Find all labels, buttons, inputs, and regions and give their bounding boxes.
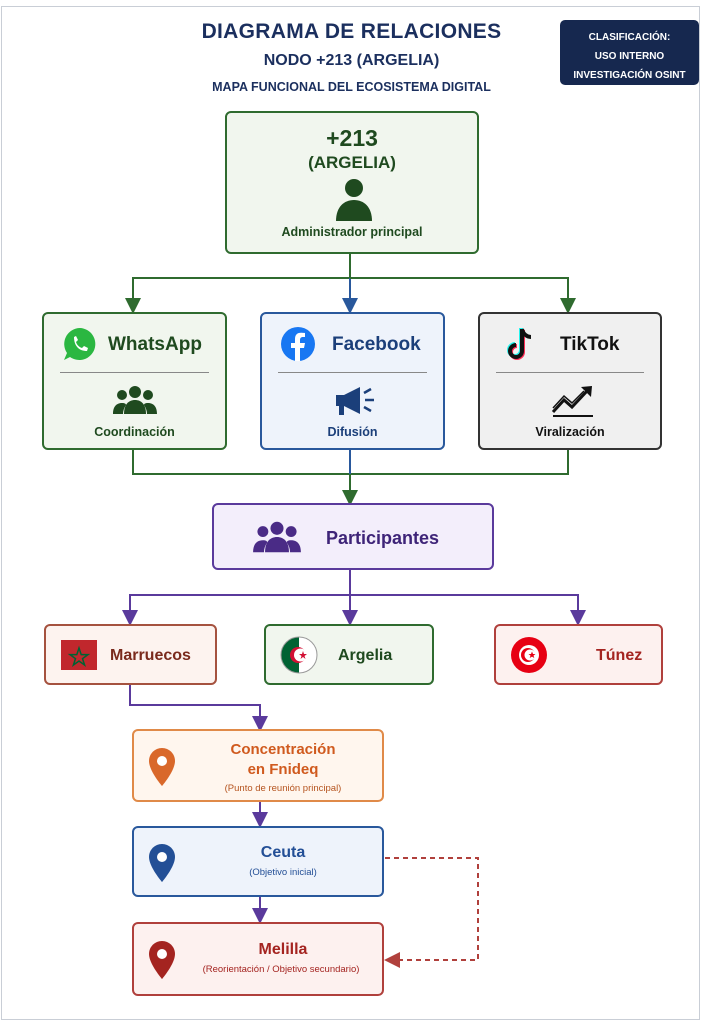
facebook-logo	[281, 327, 315, 361]
participants-node[interactable]: Participantes	[212, 503, 494, 570]
edge-root-whatsapp	[125, 277, 350, 314]
algeria-flag	[280, 636, 318, 674]
group-icon	[113, 386, 157, 414]
morocco-flag	[61, 640, 97, 670]
country-marruecos[interactable]: Marruecos	[44, 624, 217, 685]
participants-label: Participantes	[326, 528, 440, 548]
platform-function: Viralización	[535, 425, 605, 439]
divider	[278, 372, 427, 373]
root-country: (ARGELIA)	[308, 153, 396, 172]
platform-whatsapp[interactable]: WhatsApp Coordinación	[42, 312, 227, 450]
diagram-title: DIAGRAMA DE RELACIONES	[201, 20, 502, 43]
divider	[60, 372, 209, 373]
edge-ceuta-melilla-dashed	[384, 857, 479, 968]
platform-name: Facebook	[332, 334, 421, 355]
country-tunez[interactable]: Túnez	[494, 624, 663, 685]
trend-up-icon	[551, 386, 593, 417]
classification-line3: INVESTIGACIÓN OSINT	[573, 70, 686, 81]
location-pin-icon	[149, 941, 175, 979]
location-title: Melilla	[258, 941, 308, 958]
location-ceuta[interactable]: Ceuta (Objetivo inicial)	[132, 826, 384, 897]
platform-facebook[interactable]: Facebook Difusión	[260, 312, 445, 450]
location-note: (Objetivo inicial)	[249, 867, 317, 878]
page-frame	[1, 6, 700, 1020]
tiktok-logo	[507, 328, 532, 360]
country-name: Túnez	[596, 647, 643, 664]
diagram-caption: MAPA FUNCIONAL DEL ECOSISTEMA DIGITAL	[212, 80, 491, 94]
country-argelia[interactable]: Argelia	[264, 624, 434, 685]
country-name: Marruecos	[110, 647, 191, 664]
divider	[496, 372, 644, 373]
location-pin-icon	[149, 844, 175, 882]
person-icon	[336, 179, 372, 221]
location-note: (Reorientación / Objetivo secundario)	[202, 964, 360, 975]
root-node[interactable]: +213 (ARGELIA) Administrador principal	[225, 111, 479, 254]
location-melilla[interactable]: Melilla (Reorientación / Objetivo secund…	[132, 922, 384, 996]
edge-participants-tunez	[350, 594, 586, 626]
edge-marruecos-fnideq	[129, 685, 268, 732]
root-role: Administrador principal	[281, 225, 423, 239]
megaphone-icon	[336, 387, 374, 415]
country-name: Argelia	[338, 647, 393, 664]
platform-function: Difusión	[327, 425, 378, 439]
platform-function: Coordinación	[94, 425, 175, 439]
diagram-subtitle: NODO +213 (ARGELIA)	[263, 52, 440, 69]
platform-name: TikTok	[560, 334, 620, 355]
classification-line2: USO INTERNO	[594, 51, 665, 62]
location-title-line2: en Fnideq	[247, 761, 319, 778]
tunisia-flag	[511, 637, 547, 673]
classification-line1: CLASIFICACIÓN:	[588, 32, 671, 43]
edge-root-tiktok	[350, 277, 576, 314]
classification-badge: CLASIFICACIÓN: USO INTERNO INVESTIGACIÓN…	[560, 20, 699, 85]
root-code: +213	[326, 125, 378, 151]
edge-participants-marruecos	[122, 594, 350, 626]
whatsapp-logo	[64, 328, 96, 360]
location-fnideq[interactable]: Concentración en Fnideq (Punto de reunió…	[132, 729, 384, 802]
location-title: Ceuta	[260, 844, 306, 861]
location-pin-icon	[149, 748, 175, 786]
group-icon	[253, 521, 301, 553]
platform-name: WhatsApp	[108, 334, 202, 355]
platform-tiktok[interactable]: TikTok Viralización	[478, 312, 662, 450]
location-note: (Punto de reunión principal)	[224, 783, 342, 794]
location-title: Concentración	[230, 741, 336, 758]
